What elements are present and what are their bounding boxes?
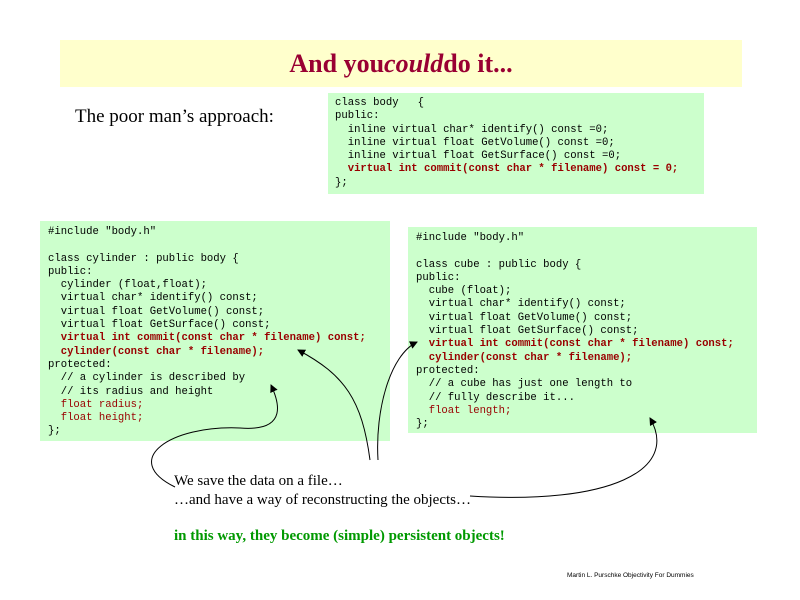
title-text-emphasis: could: [384, 48, 444, 78]
code-line: protected:: [416, 364, 480, 377]
title-text-before: And you: [289, 48, 385, 78]
code-line: inline virtual char* identify() const =0…: [335, 123, 609, 136]
code-line: virtual int commit(const char * filename…: [416, 338, 734, 351]
code-line: float height;: [48, 412, 144, 425]
code-line: protected:: [48, 358, 112, 371]
title-text-after: do it...: [443, 48, 513, 78]
code-line: public:: [335, 110, 380, 123]
conclusion-text: in this way, they become (simple) persis…: [174, 528, 505, 544]
slide-footer: Martin L. Purschke Objectivity For Dummi…: [567, 572, 694, 579]
code-line: float length;: [416, 404, 512, 417]
code-line: virtual char* identify() const;: [48, 292, 258, 305]
code-line: [48, 239, 390, 252]
code-line: // fully describe it...: [416, 391, 575, 404]
code-line: cylinder(const char * filename);: [416, 351, 633, 364]
code-block-cube: #include "body.h" class cube : public bod…: [408, 227, 757, 433]
code-line: virtual int commit(const char * filename…: [48, 332, 366, 345]
code-line: class body {: [335, 97, 425, 109]
caption: We save the data on a file… …and have a …: [174, 472, 471, 510]
code-line: cube (float);: [416, 285, 512, 298]
code-line: // a cylinder is described by: [48, 372, 246, 385]
code-line: public:: [48, 265, 93, 278]
code-line: #include "body.h": [48, 226, 157, 238]
code-line: };: [335, 176, 348, 189]
slide-title: And you could do it...: [60, 40, 742, 87]
code-line: virtual float GetVolume() const;: [416, 311, 633, 324]
code-block-cylinder: #include "body.h" class cylinder : public…: [40, 221, 390, 441]
code-line: virtual float GetVolume() const;: [48, 305, 265, 318]
code-line: };: [416, 418, 429, 431]
code-line: class cube : public body {: [416, 258, 582, 271]
code-line: #include "body.h": [416, 232, 525, 244]
code-line: // a cube has just one length to: [416, 378, 633, 391]
slide-subtitle: The poor man’s approach:: [75, 106, 274, 127]
code-line: virtual float GetSurface() const;: [48, 319, 271, 332]
code-line: float radius;: [48, 398, 144, 411]
code-line: virtual int commit(const char * filename…: [335, 163, 679, 176]
code-line: cylinder (float,float);: [48, 279, 207, 292]
code-line: [416, 245, 757, 258]
code-line: inline virtual float GetSurface() const …: [335, 150, 622, 163]
code-line: public:: [416, 271, 461, 284]
code-line: cylinder(const char * filename);: [48, 345, 265, 358]
code-line: // its radius and height: [48, 385, 214, 398]
code-line: virtual char* identify() const;: [416, 298, 626, 311]
caption-line-2: …and have a way of reconstructing the ob…: [174, 492, 471, 508]
code-line: };: [48, 425, 61, 438]
caption-line-1: We save the data on a file…: [174, 473, 343, 489]
code-line: class cylinder : public body {: [48, 252, 239, 265]
code-line: inline virtual float GetVolume() const =…: [335, 136, 615, 149]
code-line: virtual float GetSurface() const;: [416, 325, 639, 338]
code-block-body: class body {public: inline virtual char*…: [328, 93, 704, 194]
